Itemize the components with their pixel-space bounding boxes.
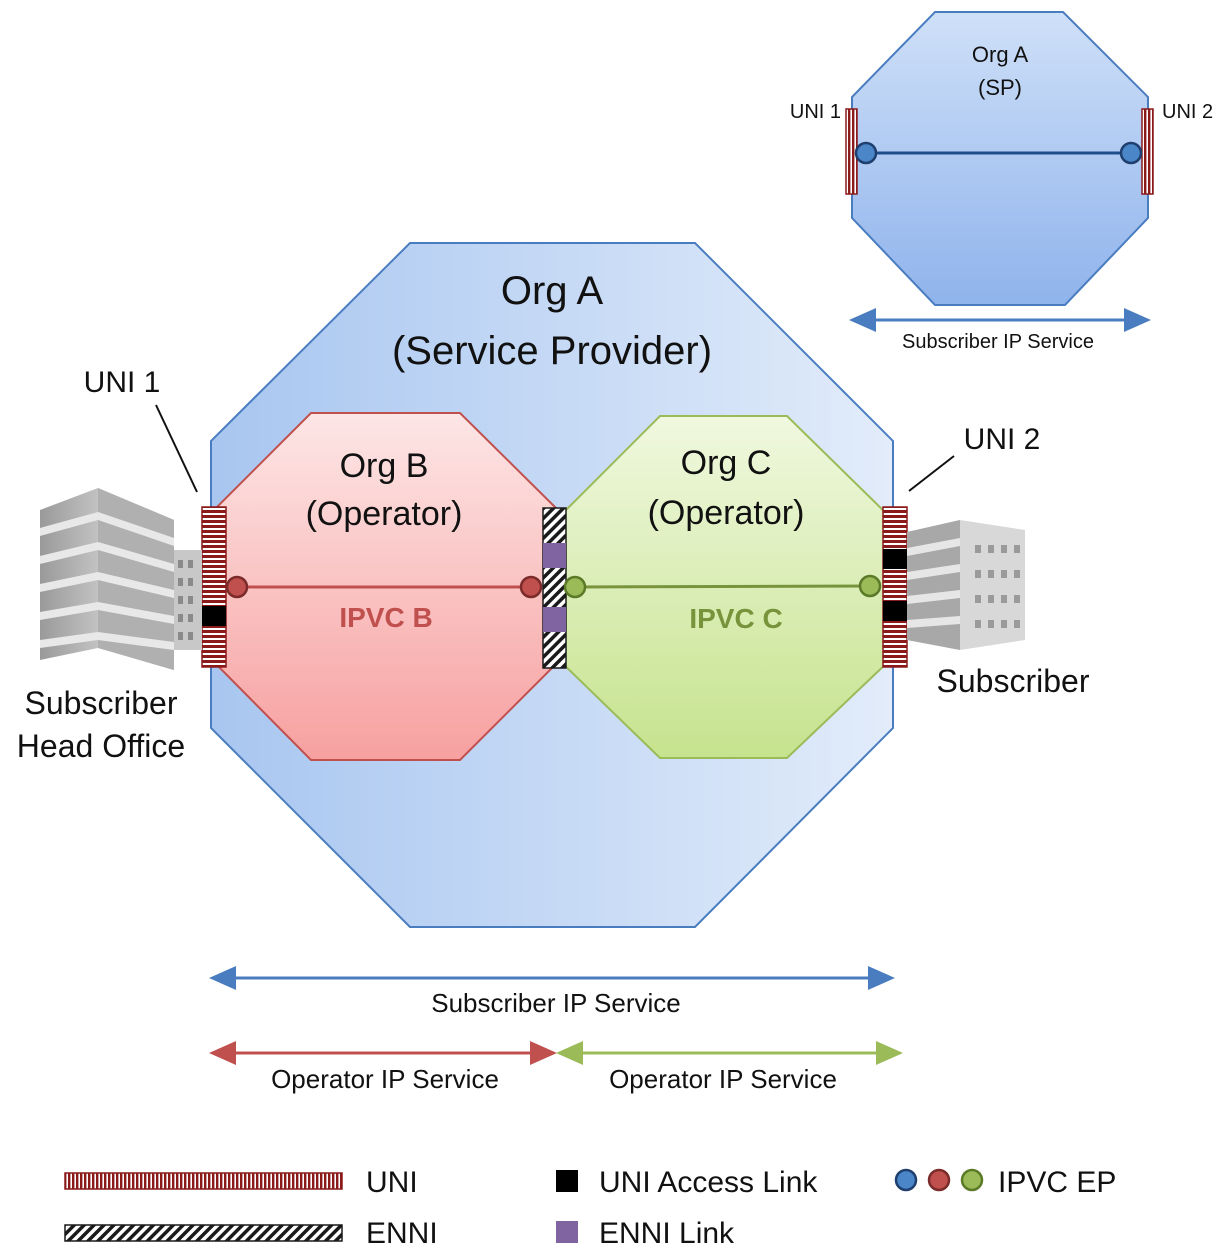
legend-uni-access-link-label: UNI Access Link — [599, 1166, 818, 1199]
org-a-subtitle: (Service Provider) — [392, 329, 712, 373]
inset-ipvc-ep-left — [854, 141, 878, 165]
legend-uni-swatch — [64, 1172, 343, 1190]
inset-ipvc-ep-right — [1119, 141, 1143, 165]
head-office-label-line2: Head Office — [17, 728, 185, 764]
legend-enni-link-label: ENNI Link — [599, 1217, 735, 1247]
uni-2-port — [882, 506, 908, 668]
ipvc-c-ep-enni — [563, 575, 587, 599]
subscriber-label: Subscriber — [937, 663, 1090, 699]
ipvc-c-label: IPVC C — [689, 603, 782, 634]
operator-service-c-label: Operator IP Service — [609, 1064, 837, 1094]
uni-2-access-link-2 — [883, 601, 907, 621]
uni-1-port — [201, 506, 227, 668]
head-office-building-icon — [40, 488, 202, 670]
uni-2-access-link-1 — [883, 549, 907, 569]
legend-uni-label: UNI — [366, 1166, 418, 1199]
subscriber-service-label: Subscriber IP Service — [431, 988, 681, 1018]
operator-service-b-label: Operator IP Service — [271, 1064, 499, 1094]
legend: UNI ENNI UNI Access Link ENNI Link IPVC … — [64, 1166, 1116, 1247]
ipvc-b-ep-enni — [519, 575, 543, 599]
subscriber-building-icon — [907, 520, 1025, 650]
legend-enni-link-swatch — [556, 1221, 578, 1243]
legend-ep-green — [960, 1168, 984, 1192]
legend-ep-blue — [894, 1168, 918, 1192]
uni-1-label: UNI 1 — [84, 366, 161, 399]
enni-port — [542, 507, 567, 669]
org-b-subtitle: (Operator) — [306, 495, 463, 533]
uni-1-leader — [155, 404, 198, 493]
inset-diagram: Org A (SP) UNI 1 UNI 2 Subscriber IP Ser… — [790, 11, 1213, 353]
inset-org-title: Org A — [972, 42, 1029, 67]
ipvc-c-line — [574, 584, 871, 589]
enni-link-1 — [543, 543, 566, 568]
legend-uni-access-link-swatch — [556, 1170, 578, 1192]
ipvc-b-label: IPVC B — [339, 602, 432, 633]
uni-2-leader — [908, 455, 955, 492]
org-a-title: Org A — [501, 269, 604, 313]
org-c-subtitle: (Operator) — [648, 494, 805, 532]
legend-ep-red — [927, 1168, 951, 1192]
inset-span-label: Subscriber IP Service — [902, 331, 1094, 353]
inset-uni-right-port — [1141, 108, 1154, 195]
ipvc-b-ep-uni — [225, 575, 249, 599]
org-b-title: Org B — [340, 447, 429, 485]
inset-uni-left-label: UNI 1 — [790, 101, 841, 123]
inset-org-subtitle: (SP) — [978, 75, 1022, 100]
legend-enni-swatch — [64, 1224, 343, 1242]
legend-ipvc-ep-label: IPVC EP — [998, 1166, 1116, 1199]
ipvc-c-ep-uni — [858, 574, 882, 598]
inset-uni-right-label: UNI 2 — [1162, 101, 1213, 123]
head-office-label-line1: Subscriber — [25, 685, 178, 721]
uni-1-access-link — [202, 606, 226, 626]
enni-link-2 — [543, 607, 566, 632]
org-c-title: Org C — [681, 444, 772, 482]
uni-2-label: UNI 2 — [964, 423, 1041, 456]
legend-enni-label: ENNI — [366, 1217, 438, 1247]
